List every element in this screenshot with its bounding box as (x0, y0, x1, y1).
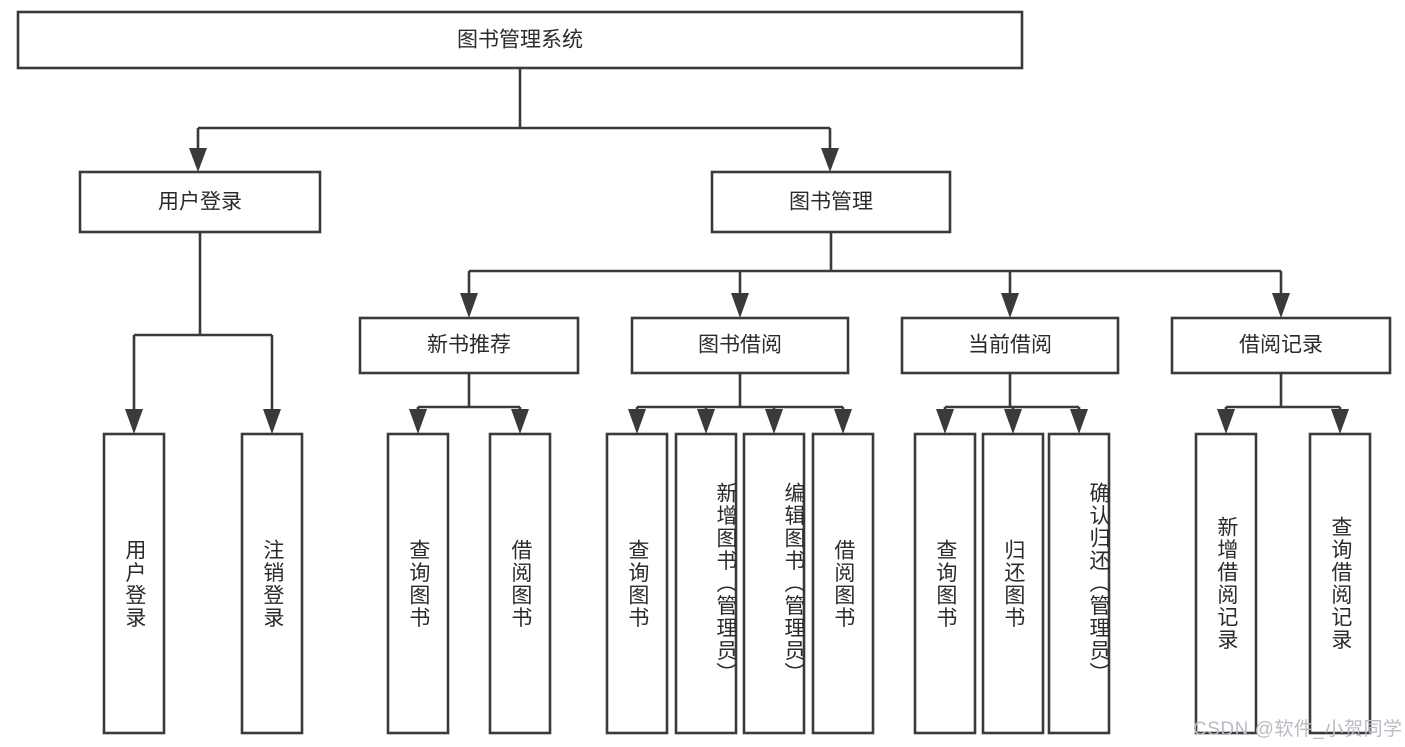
node-label: 图书管理 (789, 191, 873, 214)
node-box-shape (900, 316, 1120, 375)
arrow-head-icon (1217, 409, 1235, 434)
arrow-head-icon (628, 409, 646, 434)
leaf-box-shape[interactable] (240, 432, 304, 735)
leaf-box-shape[interactable] (102, 432, 166, 735)
node-borrow-record[interactable]: 借阅记录 (1170, 316, 1392, 375)
node-box-shape (358, 316, 580, 375)
node-label: 图书管理系统 (457, 29, 583, 52)
connector-bookmgmt-to-level3 (460, 232, 1290, 318)
leaf-box-shape[interactable] (1308, 432, 1372, 735)
arrow-head-icon (1004, 409, 1022, 434)
arrow-head-icon (834, 409, 852, 434)
connector-currentborrow-to-leaves (936, 373, 1088, 434)
arrow-head-icon (1331, 409, 1349, 434)
arrow-head-icon (1272, 293, 1290, 318)
leaf-box-shape[interactable] (742, 432, 806, 735)
arrow-head-icon (409, 409, 427, 434)
node-label: 当前借阅 (968, 334, 1052, 357)
node-root[interactable]: 图书管理系统 (16, 10, 1024, 70)
node-label: 借阅记录 (1239, 334, 1323, 357)
node-book-management[interactable]: 图书管理 (710, 170, 952, 234)
connector-borrowrecord-to-leaves (1217, 373, 1349, 434)
arrow-head-icon (731, 293, 749, 318)
leaf-boxes-group (102, 432, 1372, 735)
node-box-shape (710, 170, 952, 234)
connector-newbook-to-leaves (409, 373, 529, 434)
node-book-borrow[interactable]: 图书借阅 (630, 316, 850, 375)
watermark-text: CSDN @软件_小贺同学 (1193, 719, 1403, 740)
node-box-shape (78, 170, 322, 234)
node-box-shape (16, 10, 1024, 70)
leaf-box-shape[interactable] (913, 432, 977, 735)
node-user-login[interactable]: 用户登录 (78, 170, 322, 234)
arrow-head-icon (1070, 409, 1088, 434)
arrow-head-icon (263, 409, 281, 434)
node-current-borrow[interactable]: 当前借阅 (900, 316, 1120, 375)
node-new-book-recommend[interactable]: 新书推荐 (358, 316, 580, 375)
arrow-head-icon (765, 409, 783, 434)
connector-bookborrow-to-leaves (628, 373, 852, 434)
leaf-box-shape[interactable] (605, 432, 669, 735)
leaf-box-shape[interactable] (674, 432, 738, 735)
arrow-head-icon (1001, 293, 1019, 318)
leaf-box-shape[interactable] (981, 432, 1045, 735)
arrow-head-icon (125, 409, 143, 434)
arrow-head-icon (511, 409, 529, 434)
leaf-box-shape[interactable] (1194, 432, 1258, 735)
arrow-head-icon (936, 409, 954, 434)
arrow-head-icon (460, 293, 478, 318)
leaf-box-shape[interactable] (488, 432, 552, 735)
node-label: 图书借阅 (698, 334, 782, 357)
leaf-box-shape[interactable] (386, 432, 450, 735)
node-box-shape (630, 316, 850, 375)
connector-root-to-level2 (189, 68, 839, 172)
leaf-box-shape[interactable] (811, 432, 875, 735)
connector-userlogin-to-leaves (125, 232, 281, 434)
node-label: 用户登录 (158, 191, 242, 214)
arrow-head-icon (189, 148, 207, 172)
arrow-head-icon (697, 409, 715, 434)
arrow-head-icon (821, 148, 839, 172)
node-label: 新书推荐 (427, 334, 511, 357)
node-box-shape (1170, 316, 1392, 375)
leaf-box-shape[interactable] (1047, 432, 1111, 735)
